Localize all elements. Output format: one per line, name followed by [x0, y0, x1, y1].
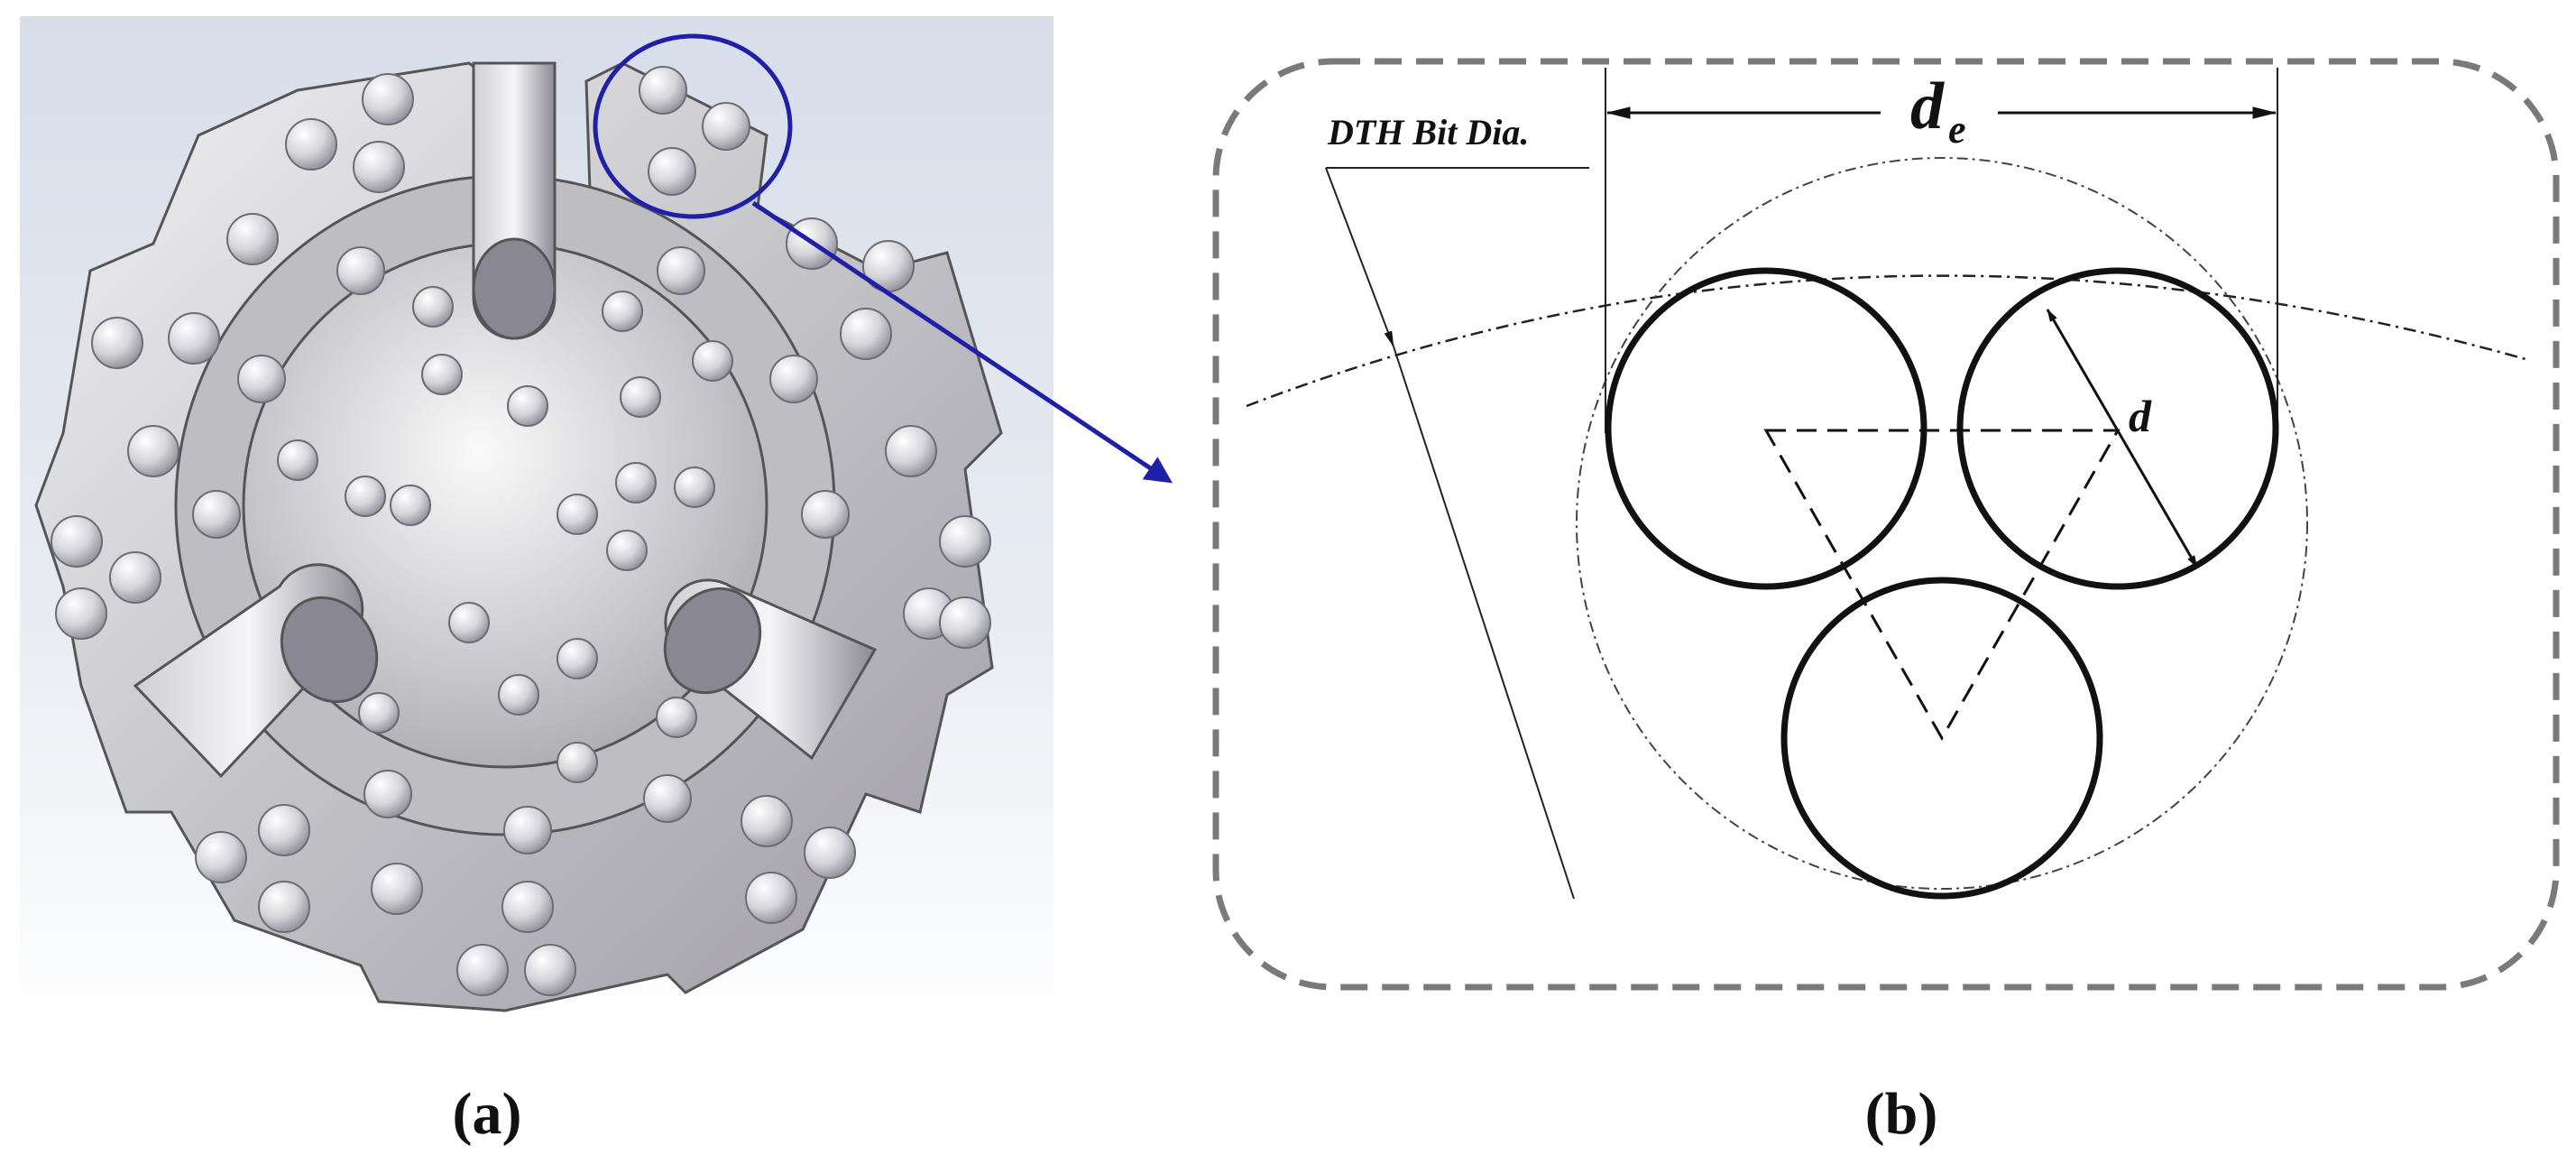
- button: [226, 213, 279, 265]
- button: [657, 246, 705, 295]
- button: [168, 312, 220, 365]
- button: [615, 462, 657, 503]
- callout-arrow: [751, 200, 1173, 484]
- button-circle-left: [1605, 267, 1927, 590]
- button: [804, 827, 856, 879]
- caption-a: (a): [453, 1081, 522, 1147]
- button: [258, 881, 310, 933]
- button: [51, 515, 103, 568]
- button: [702, 102, 750, 151]
- button: [456, 944, 509, 996]
- button: [371, 863, 423, 915]
- button: [258, 804, 310, 856]
- button: [277, 439, 318, 481]
- button: [692, 340, 733, 382]
- button: [345, 476, 386, 517]
- de-label: d: [1910, 69, 1945, 143]
- caption-b: (b): [1865, 1081, 1938, 1147]
- panel-a: (a): [20, 16, 1173, 1147]
- bit-dia-guide-line: [1393, 346, 1575, 900]
- button: [127, 425, 179, 477]
- button: [390, 485, 431, 526]
- button: [674, 467, 715, 508]
- button: [885, 425, 937, 477]
- panel-b: DTH Bit Dia. d e d (b): [1212, 58, 2560, 1147]
- button: [602, 291, 643, 332]
- button: [109, 551, 161, 604]
- button: [507, 385, 548, 427]
- button: [741, 795, 793, 847]
- flushing-grooves: [133, 61, 878, 779]
- bit-diameter-arc: [1246, 274, 2526, 408]
- button: [557, 742, 598, 783]
- button: [195, 831, 247, 883]
- button: [192, 490, 241, 539]
- button: [643, 774, 692, 823]
- button: [501, 881, 554, 933]
- button: [745, 872, 797, 924]
- bit-dia-label: DTH Bit Dia.: [1327, 112, 1529, 152]
- carbide-buttons: [51, 66, 991, 996]
- envelope-circle: [1576, 157, 2308, 890]
- button: [656, 697, 697, 738]
- button: [498, 674, 539, 716]
- button: [769, 355, 818, 403]
- de-subscript: e: [1948, 107, 1966, 152]
- button: [557, 494, 598, 535]
- button: [285, 118, 337, 171]
- button: [353, 141, 405, 193]
- button: [421, 354, 463, 395]
- button: [801, 490, 850, 539]
- button: [412, 286, 454, 328]
- bit-dia-leader: [1325, 167, 1394, 347]
- button: [939, 515, 991, 568]
- button: [362, 73, 414, 125]
- button: [55, 587, 107, 640]
- button: [620, 376, 661, 418]
- d-label: d: [2129, 391, 2152, 441]
- detail-frame: [1212, 58, 2560, 991]
- button: [524, 944, 576, 996]
- button: [363, 770, 412, 818]
- button: [237, 355, 286, 403]
- button: [358, 692, 400, 734]
- button: [648, 147, 696, 196]
- button: [503, 806, 552, 855]
- center-triangle: [1763, 429, 2121, 742]
- highlight-circle: [593, 33, 793, 219]
- button: [840, 308, 892, 360]
- button: [91, 317, 143, 369]
- button: [336, 246, 385, 295]
- button: [557, 638, 598, 679]
- button: [639, 66, 687, 115]
- d-dimension: [2046, 309, 2199, 568]
- button: [606, 530, 648, 571]
- button: [448, 602, 490, 643]
- button-circle-right: [1956, 267, 2279, 590]
- button: [939, 596, 991, 649]
- button-circle-bottom: [1780, 577, 2103, 900]
